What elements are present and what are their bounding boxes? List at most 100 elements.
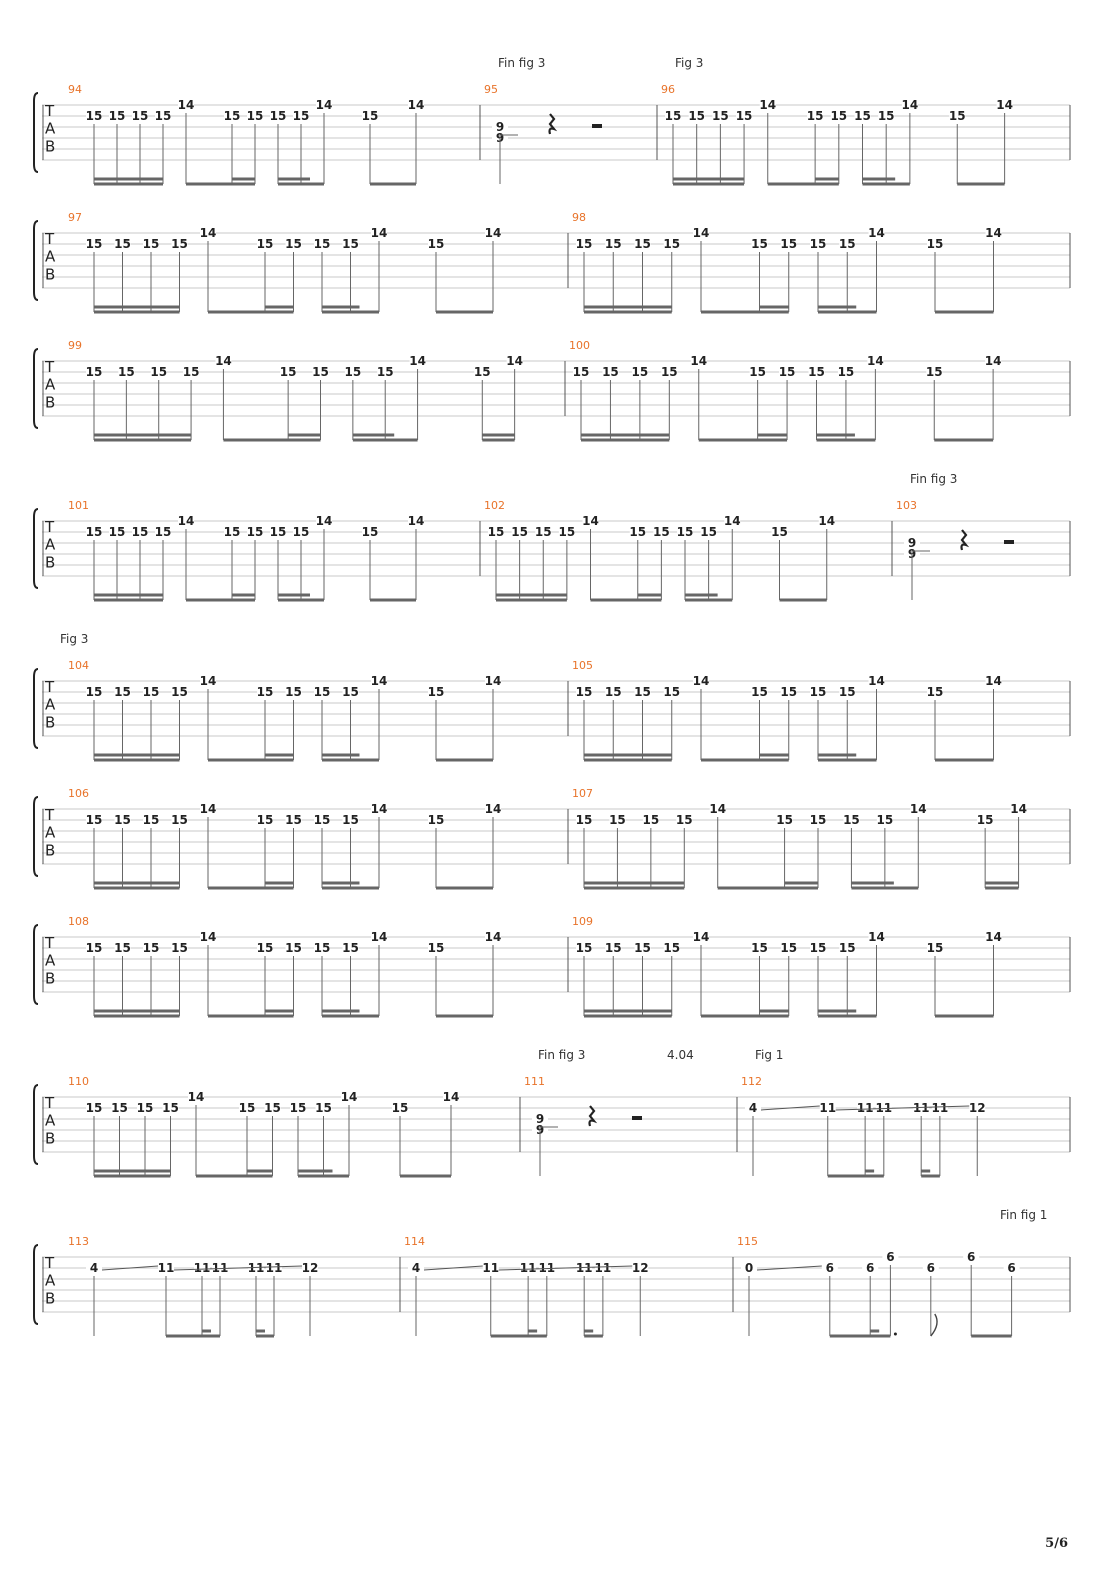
fret-number: 15	[771, 525, 788, 539]
fret-mask	[474, 366, 491, 378]
slide-line	[760, 1105, 820, 1111]
fret-number: 15	[843, 813, 860, 827]
fret-number: 0	[745, 1261, 753, 1275]
fret-mask	[663, 686, 680, 698]
fret-number: 15	[602, 365, 619, 379]
fret-number: 15	[776, 813, 793, 827]
fret-mask	[428, 942, 444, 954]
page-number: 5/6	[1045, 1536, 1068, 1551]
fret-mask	[171, 942, 188, 954]
fret-number: 11	[857, 1101, 874, 1115]
fret-number: 15	[362, 525, 379, 539]
fret-number: 15	[280, 365, 297, 379]
tab-clef-letter: A	[45, 1112, 56, 1130]
fret-mask	[485, 931, 501, 943]
fret-number: 14	[759, 98, 776, 112]
fret-number: 15	[171, 941, 188, 955]
fret-number: 14	[902, 98, 919, 112]
fret-number: 14	[215, 354, 232, 368]
fret-number: 6	[927, 1261, 935, 1275]
fret-number: 15	[810, 237, 827, 251]
fret-number: 14	[178, 98, 195, 112]
tab-clef-letter: T	[44, 102, 55, 120]
fret-mask	[854, 110, 871, 122]
fret-mask	[602, 366, 619, 378]
fret-number: 14	[485, 930, 502, 944]
measure-number: 101	[68, 499, 89, 512]
fret-mask	[247, 110, 263, 122]
fret-mask	[314, 238, 330, 250]
fret-number: 15	[854, 109, 871, 123]
fret-mask	[443, 1091, 459, 1103]
fret-number: 15	[118, 365, 135, 379]
fret-number: 14	[693, 226, 710, 240]
fret-number: 14	[371, 674, 388, 688]
fret-mask	[839, 942, 856, 954]
fret-number: 15	[653, 525, 670, 539]
fret-mask	[634, 686, 651, 698]
fret-mask	[927, 238, 943, 250]
fret-number: 15	[779, 365, 796, 379]
fret-number: 6	[1007, 1261, 1015, 1275]
fret-number: 15	[315, 1101, 332, 1115]
fret-mask	[86, 686, 102, 698]
fret-mask	[576, 686, 592, 698]
fret-mask	[876, 814, 893, 826]
fret-number: 15	[111, 1101, 128, 1115]
fret-number: 15	[342, 813, 359, 827]
fret-mask	[665, 110, 681, 122]
measure-number: 109	[572, 915, 593, 928]
fret-mask	[132, 526, 148, 538]
fret-mask	[86, 1262, 102, 1274]
fret-mask	[314, 686, 330, 698]
fret-mask	[535, 526, 552, 538]
fret-number: 11	[819, 1101, 836, 1115]
fret-mask	[634, 942, 651, 954]
fret-mask	[114, 942, 131, 954]
fret-mask	[178, 515, 194, 527]
fret-number: 11	[932, 1101, 949, 1115]
fret-number: 15	[314, 941, 331, 955]
fret-number: 14	[867, 354, 884, 368]
fret-number: 15	[634, 237, 651, 251]
fret-mask	[188, 1091, 204, 1103]
fret-number: 15	[155, 525, 172, 539]
fret-number: 14	[408, 98, 425, 112]
fret-mask	[342, 238, 359, 250]
fret-number: 15	[810, 685, 827, 699]
fret-mask	[661, 366, 678, 378]
fret-mask	[996, 99, 1013, 111]
note-flag	[930, 1313, 938, 1337]
tab-clef-letter: T	[44, 934, 55, 952]
fret-number: 15	[663, 237, 680, 251]
fret-mask	[247, 526, 263, 538]
fret-mask	[371, 227, 387, 239]
fret-mask	[609, 814, 626, 826]
fret-mask	[688, 110, 705, 122]
fret-number: 15	[632, 365, 649, 379]
fret-number: 14	[506, 354, 523, 368]
fret-number: 14	[693, 930, 710, 944]
fret-number: 6	[866, 1261, 874, 1275]
fret-number: 15	[661, 365, 678, 379]
fret-number: 15	[605, 237, 622, 251]
fret-mask	[810, 686, 826, 698]
fret-number: 14	[985, 930, 1002, 944]
fret-number: 15	[86, 365, 103, 379]
fret-mask	[109, 110, 125, 122]
fret-mask	[818, 515, 835, 527]
fret-mask	[629, 526, 646, 538]
fret-mask	[143, 942, 159, 954]
fret-mask	[576, 942, 592, 954]
fret-number: 15	[634, 941, 651, 955]
fret-mask	[910, 803, 927, 815]
fret-number: 14	[985, 226, 1002, 240]
fret-mask	[741, 1262, 757, 1274]
fret-mask	[985, 355, 1002, 367]
fret-number: 15	[86, 525, 103, 539]
fret-number: 15	[264, 1101, 281, 1115]
fret-mask	[171, 686, 188, 698]
fret-number: 15	[86, 813, 103, 827]
